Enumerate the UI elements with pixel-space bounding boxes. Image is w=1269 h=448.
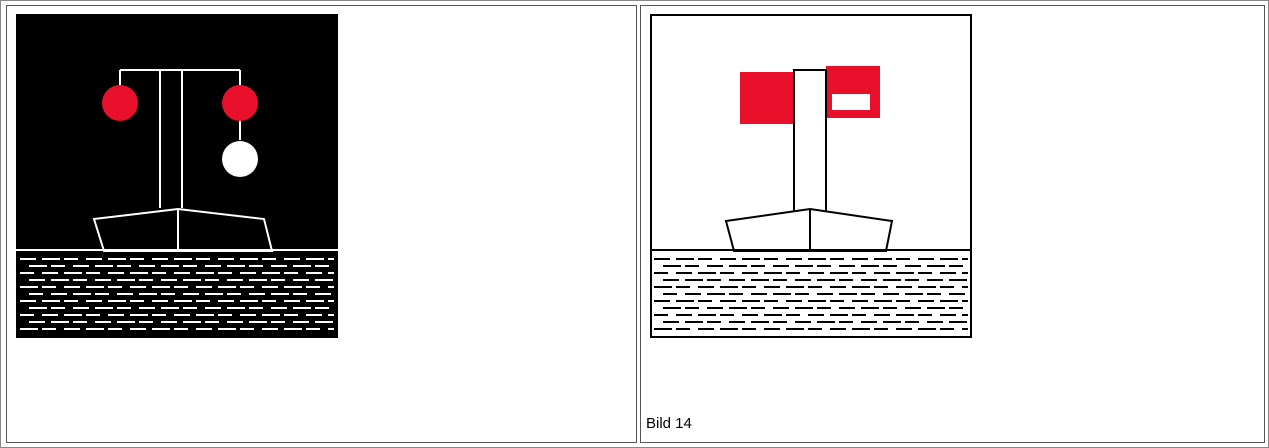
table-cell-right: Bild 14 bbox=[640, 5, 1265, 443]
night-background bbox=[16, 14, 338, 338]
figure-caption: Bild 14 bbox=[646, 415, 692, 432]
red-light-left bbox=[102, 85, 138, 121]
red-flag-right bbox=[826, 66, 880, 118]
night-signal-illustration bbox=[16, 14, 338, 338]
white-light bbox=[222, 141, 258, 177]
red-light-right bbox=[222, 85, 258, 121]
table-cell-left bbox=[6, 5, 637, 443]
mast bbox=[794, 70, 826, 214]
red-flag-left bbox=[740, 72, 794, 124]
day-signal-illustration bbox=[650, 14, 972, 338]
white-patch bbox=[832, 94, 870, 110]
